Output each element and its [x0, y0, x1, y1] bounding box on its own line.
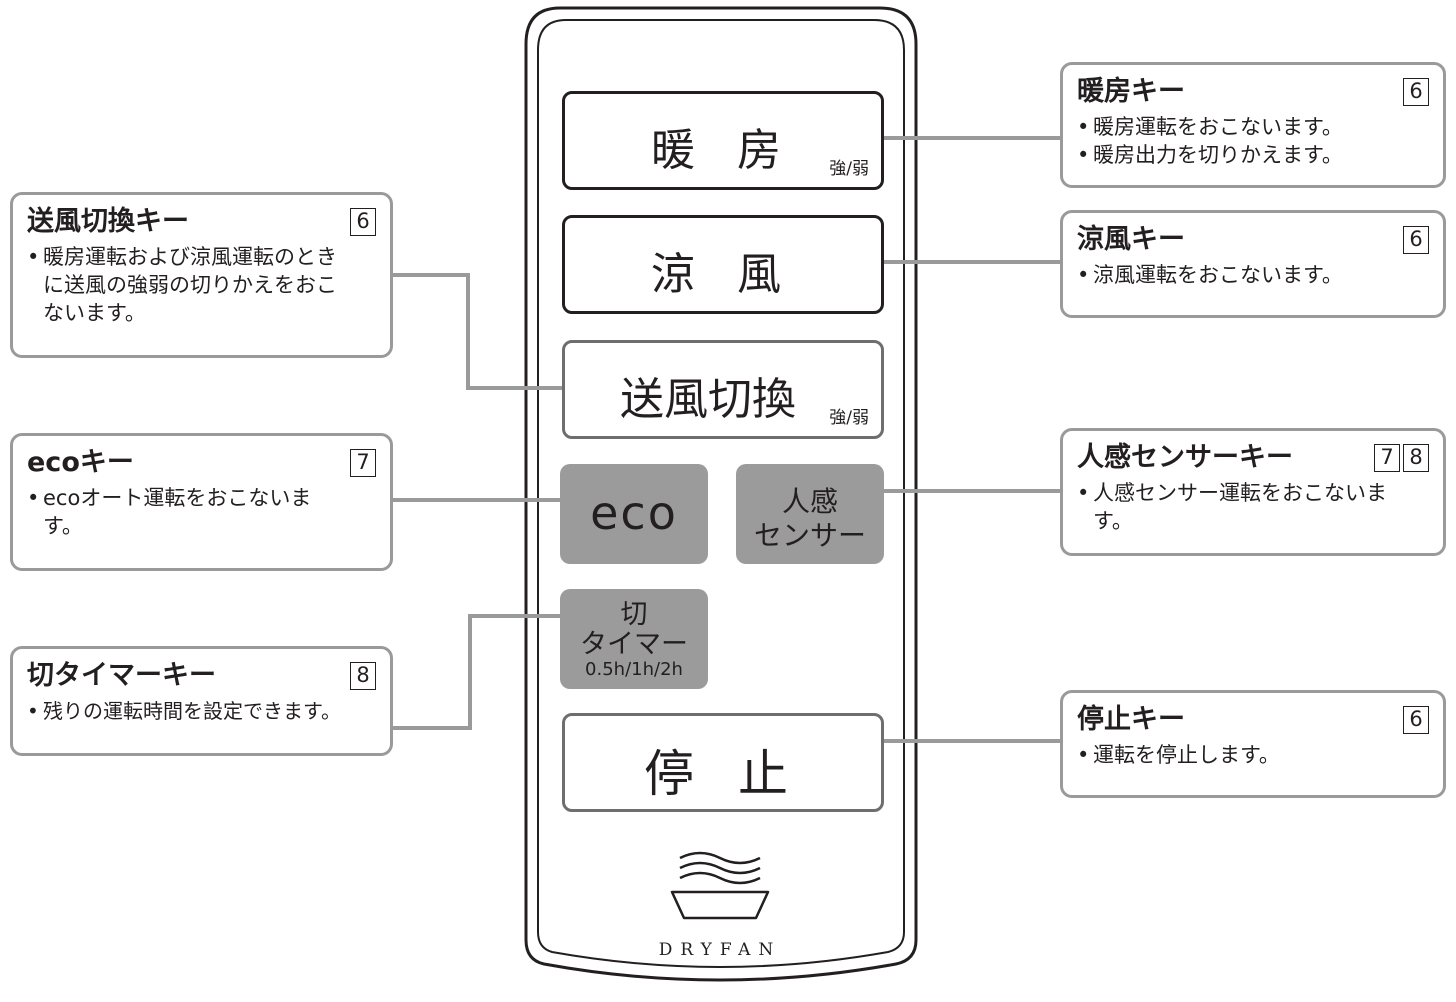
brand-name: DRYFAN — [658, 940, 782, 960]
teishi-key-label: 停 止 — [644, 745, 802, 803]
dryfan-logo-icon — [670, 851, 770, 920]
callout-sofu: 送風切換キー 6 暖房運転および涼風運転のとき に送風の強弱の切りかえをおこ な… — [10, 192, 393, 358]
eco-key[interactable]: eco — [560, 464, 708, 564]
kiri-timer-line3: 0.5h/1h/2h — [585, 659, 683, 680]
danbo-key-label: 暖 房 — [651, 125, 795, 176]
callout-jinkan-title: 人感センサーキー — [1077, 442, 1293, 473]
callout-eco-item: ecoオート運転をおこないま — [27, 484, 376, 512]
callout-eco: ecoキー 7 ecoオート運転をおこないま す。 — [10, 433, 393, 571]
callout-sofu-item: 暖房運転および涼風運転のとき — [27, 243, 376, 271]
page-ref-badge: 7 — [350, 449, 376, 477]
callout-ryofu-item: 涼風運転をおこないます。 — [1077, 261, 1429, 289]
eco-key-label: eco — [590, 486, 678, 540]
page-ref-badge: 6 — [350, 208, 376, 236]
callout-jinkan-item: す。 — [1093, 509, 1133, 533]
leader-sofu — [393, 273, 575, 390]
ryofu-key[interactable]: 涼 風 — [562, 215, 884, 314]
callout-ryofu: 涼風キー 6 涼風運転をおこないます。 — [1060, 210, 1446, 318]
kiri-timer-line2: タイマー — [580, 629, 688, 660]
jinkan-key-line1: 人感 — [781, 485, 838, 518]
callout-jinkan-item: 人感センサー運転をおこないま — [1077, 479, 1429, 507]
callout-ryofu-title: 涼風キー — [1077, 224, 1185, 255]
leader-kiri — [393, 614, 572, 730]
callout-sofu-title: 送風切換キー — [27, 206, 189, 237]
sofu-key-label: 送風切換 — [620, 374, 796, 425]
kiri-timer-line1: 切 — [620, 599, 648, 630]
jinkan-key[interactable]: 人感 センサー — [736, 464, 884, 564]
danbo-key-sub: 強/弱 — [829, 159, 869, 179]
page-ref-badge: 6 — [1403, 78, 1429, 106]
page-ref-badge: 6 — [1403, 706, 1429, 734]
callout-teishi-title: 停止キー — [1077, 704, 1185, 735]
callout-danbo-item: 暖房運転をおこないます。 — [1077, 113, 1429, 141]
callout-danbo: 暖房キー 6 暖房運転をおこないます。 暖房出力を切りかえます。 — [1060, 62, 1446, 188]
page-ref-badge: 8 — [1403, 444, 1429, 472]
teishi-key[interactable]: 停 止 — [562, 713, 884, 812]
page-ref-badge: 6 — [1403, 226, 1429, 254]
danbo-key[interactable]: 暖 房 強/弱 — [562, 91, 884, 190]
callout-eco-item: す。 — [43, 514, 83, 538]
ryofu-key-label: 涼 風 — [651, 249, 795, 300]
callout-teishi-item: 運転を停止します。 — [1077, 741, 1429, 769]
callout-danbo-title: 暖房キー — [1077, 76, 1185, 107]
callout-jinkan: 人感センサーキー 7 8 人感センサー運転をおこないま す。 — [1060, 428, 1446, 556]
sofu-key[interactable]: 送風切換 強/弱 — [562, 340, 884, 439]
kiri-timer-key[interactable]: 切 タイマー 0.5h/1h/2h — [560, 589, 708, 689]
sofu-key-sub: 強/弱 — [829, 408, 869, 428]
callout-eco-title: ecoキー — [27, 447, 134, 478]
callout-kiri-item: 残りの運転時間を設定できます。 — [27, 697, 376, 725]
callout-danbo-item: 暖房出力を切りかえます。 — [1077, 141, 1429, 169]
callout-teishi: 停止キー 6 運転を停止します。 — [1060, 690, 1446, 798]
callout-kiri: 切タイマーキー 8 残りの運転時間を設定できます。 — [10, 646, 393, 756]
callout-kiri-title: 切タイマーキー — [27, 660, 216, 691]
callout-sofu-item: に送風の強弱の切りかえをおこ — [43, 273, 337, 297]
callout-sofu-item: ないます。 — [43, 301, 146, 325]
jinkan-key-line2: センサー — [753, 519, 866, 552]
page-ref-badge: 7 — [1374, 444, 1400, 472]
page-ref-badge: 8 — [350, 662, 376, 690]
remote-inner-outline — [537, 19, 905, 968]
